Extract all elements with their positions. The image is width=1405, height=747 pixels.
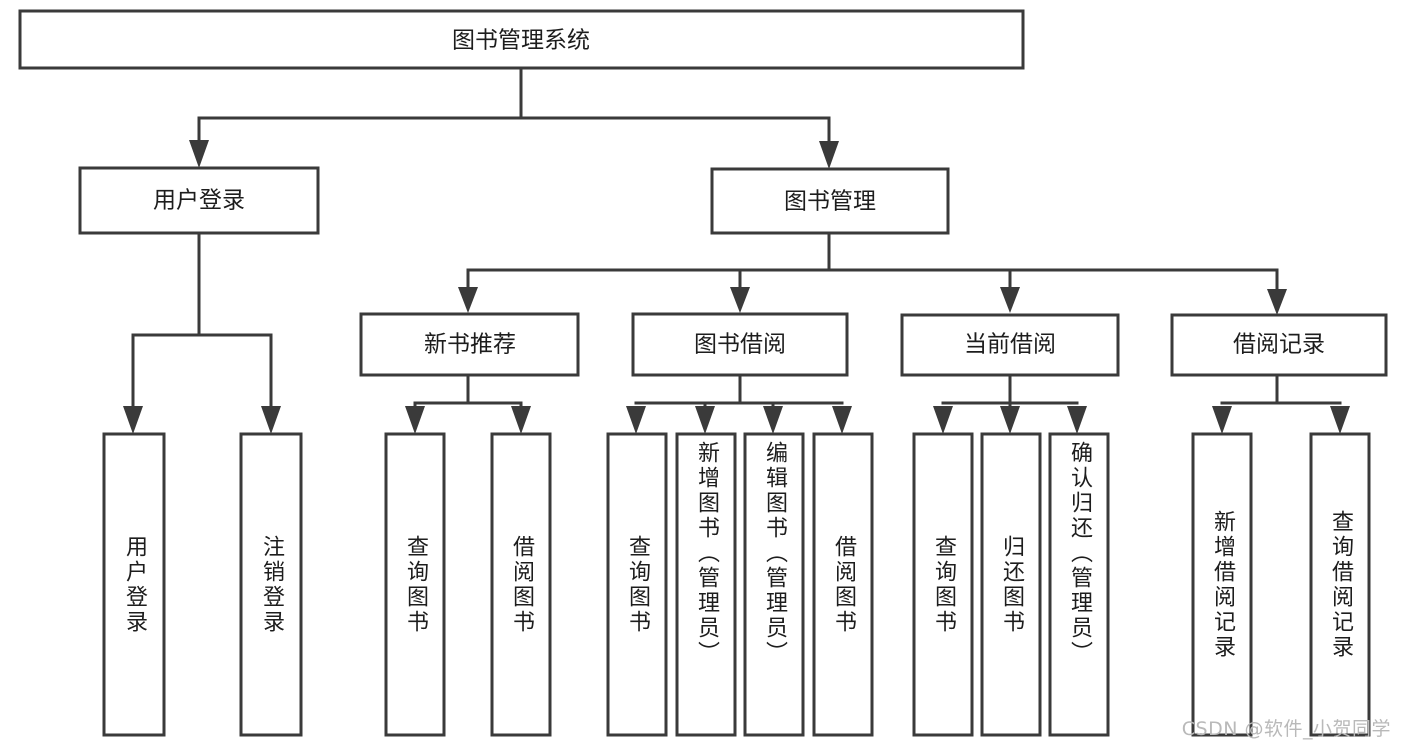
edges-user-login-to-leaves: [123, 231, 281, 434]
arrow-to-leaf-edit-book: [763, 406, 783, 434]
arrow-to-book-management: [819, 141, 839, 169]
leaf-user-login-box[interactable]: [102, 432, 166, 737]
current-borrow-label: 当前借阅: [964, 332, 1056, 358]
user-login-label: 用户登录: [153, 188, 245, 214]
arrow-to-leaf-borrow-book-2: [832, 406, 852, 434]
leaf-borrow-book-1-box[interactable]: [490, 432, 552, 737]
user-login-box[interactable]: [78, 166, 320, 235]
leaf-boxes[interactable]: [102, 432, 1371, 737]
borrow-record-box[interactable]: [1170, 313, 1388, 377]
leaf-return-book-box[interactable]: [980, 432, 1042, 737]
arrow-to-leaf-query-record: [1330, 406, 1350, 434]
watermark: CSDN @软件_小贺同学: [1181, 718, 1391, 740]
root-box[interactable]: [18, 9, 1025, 70]
leaf-borrow-book-2-box[interactable]: [812, 432, 874, 737]
book-management-box[interactable]: [710, 167, 950, 235]
borrow-record-label: 借阅记录: [1233, 332, 1325, 358]
arrow-to-borrow-record: [1267, 289, 1287, 315]
arrow-to-leaf-add-record: [1212, 406, 1232, 434]
edges-new-book-recommend-to-leaves: [405, 373, 531, 434]
book-borrow-label: 图书借阅: [694, 332, 786, 358]
arrow-to-leaf-return-book: [1000, 406, 1020, 434]
arrow-to-leaf-borrow-book-1: [511, 406, 531, 434]
arrow-to-new-book-recommend: [458, 287, 478, 313]
new-book-recommend-label: 新书推荐: [424, 332, 516, 358]
arrow-to-leaf-user-login: [123, 406, 143, 434]
arrow-to-leaf-confirm-return: [1067, 406, 1087, 434]
node-current-borrow[interactable]: 当前借阅: [900, 313, 1120, 377]
current-borrow-box[interactable]: [900, 313, 1120, 377]
leaf-query-book-1-box[interactable]: [384, 432, 446, 737]
edges-borrow-record-to-leaves: [1212, 373, 1350, 434]
arrow-to-current-borrow: [1000, 287, 1020, 313]
edges-root-to-level2: [189, 66, 839, 169]
book-borrow-box[interactable]: [631, 312, 849, 377]
leaf-add-book-box[interactable]: [675, 432, 737, 737]
leaf-confirm-return-box[interactable]: [1048, 432, 1110, 737]
edges-book-management-to-level3: [458, 231, 1287, 315]
edges-current-borrow-to-leaves: [933, 373, 1087, 434]
leaf-query-book-2-box[interactable]: [606, 432, 668, 737]
leaf-logout-login-box[interactable]: [239, 432, 303, 737]
arrow-to-leaf-query-book-3: [933, 406, 953, 434]
node-new-book-recommend[interactable]: 新书推荐: [359, 312, 580, 377]
root-label: 图书管理系统: [452, 28, 590, 54]
leaf-add-record-box[interactable]: [1191, 432, 1253, 737]
new-book-recommend-box[interactable]: [359, 312, 580, 377]
node-user-login[interactable]: 用户登录: [78, 166, 320, 235]
arrow-to-book-borrow: [730, 287, 750, 313]
arrow-to-leaf-logout-login: [261, 406, 281, 434]
edges-book-borrow-to-leaves: [626, 373, 852, 434]
node-borrow-record[interactable]: 借阅记录: [1170, 313, 1388, 377]
node-root[interactable]: 图书管理系统: [18, 9, 1025, 70]
arrow-to-leaf-query-book-1: [405, 406, 425, 434]
node-book-borrow[interactable]: 图书借阅: [631, 312, 849, 377]
arrow-to-leaf-add-book: [695, 406, 715, 434]
book-management-label: 图书管理: [784, 189, 876, 215]
leaf-query-record-box[interactable]: [1309, 432, 1371, 737]
node-book-management[interactable]: 图书管理: [710, 167, 950, 235]
leaf-edit-book-box[interactable]: [743, 432, 805, 737]
arrow-to-leaf-query-book-2: [626, 406, 646, 434]
leaf-query-book-3-box[interactable]: [912, 432, 974, 737]
arrow-to-user-login: [189, 140, 209, 168]
